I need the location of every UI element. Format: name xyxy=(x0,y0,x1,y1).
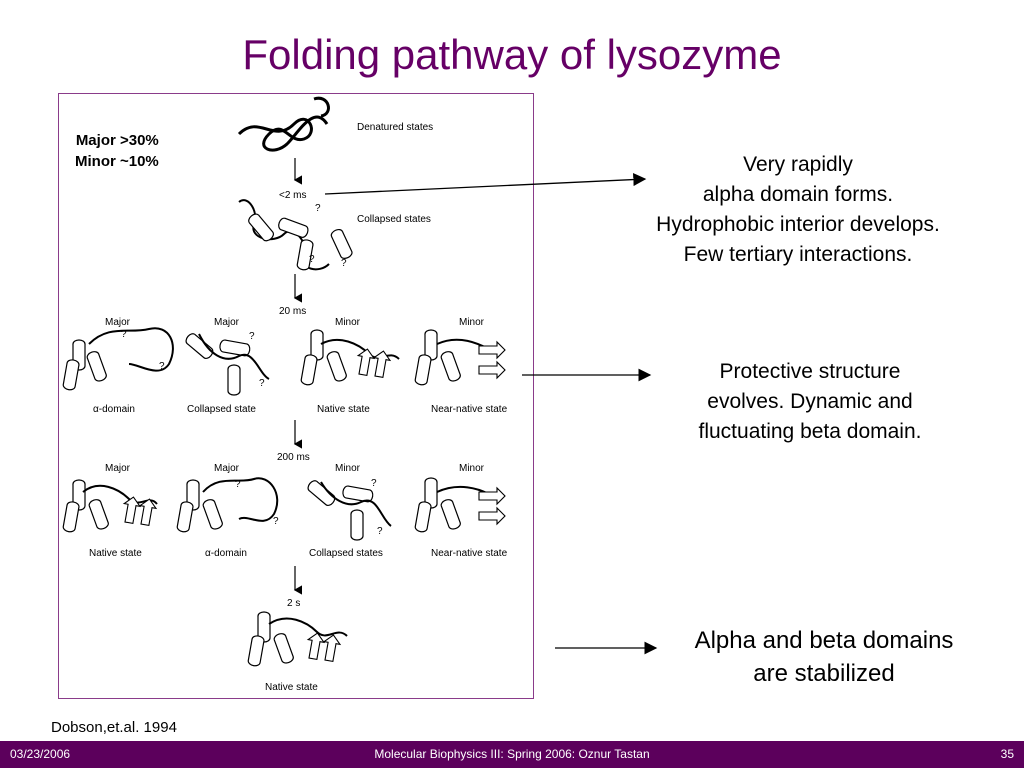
denatured-chain xyxy=(237,115,329,152)
final-native-structure xyxy=(246,611,348,668)
row2-item-3: Minor Native state xyxy=(299,317,400,415)
svg-text:α-domain: α-domain xyxy=(93,404,135,415)
svg-text:Minor: Minor xyxy=(459,317,485,328)
pathway-diagram: Denatured states <2 ms ? ? ? Collapsed s… xyxy=(61,96,508,693)
footer-date: 03/23/2006 xyxy=(10,747,71,761)
row3-item-4: Minor Near-native state xyxy=(413,463,508,559)
legend-major: Major >30% xyxy=(75,132,159,149)
svg-text:Native state: Native state xyxy=(89,548,142,559)
footer-bar: 03/23/2006 Molecular Biophysics III: Spr… xyxy=(0,741,1024,768)
svg-text:α-domain: α-domain xyxy=(205,548,247,559)
svg-text:Collapsed state: Collapsed state xyxy=(187,404,256,415)
svg-text:?: ? xyxy=(309,254,315,265)
svg-text:?: ? xyxy=(159,361,165,372)
svg-text:Major: Major xyxy=(105,317,131,328)
svg-text:?: ? xyxy=(315,203,321,214)
citation: Dobson,et.al. 1994 xyxy=(51,719,177,736)
annotation-alpha-domain: Very rapidly alpha domain forms. Hydroph… xyxy=(656,153,940,266)
annotation-beta-domain: Protective structure evolves. Dynamic an… xyxy=(698,360,922,443)
stage4-label: Native state xyxy=(265,682,318,693)
svg-text:Native state: Native state xyxy=(317,404,370,415)
svg-text:?: ? xyxy=(371,478,377,489)
row2-item-2: Major ? ? Collapsed state xyxy=(183,317,270,415)
row3-item-1: Major Native state xyxy=(61,463,158,559)
svg-text:Minor: Minor xyxy=(335,317,361,328)
annotation-stabilized: Alpha and beta domains are stabilized xyxy=(694,627,954,687)
connector-arrow-1 xyxy=(324,173,647,195)
svg-text:?: ? xyxy=(259,378,265,389)
collapsed-states-structure: ? ? ? xyxy=(238,199,355,272)
slide-title: Folding pathway of lysozyme xyxy=(242,31,782,78)
step2-time: 20 ms xyxy=(279,306,306,317)
svg-text:Major: Major xyxy=(214,317,240,328)
step3-time: 200 ms xyxy=(277,452,310,463)
svg-text:?: ? xyxy=(121,329,127,340)
legend-minor: Minor ~10% xyxy=(75,153,159,170)
svg-text:Minor: Minor xyxy=(335,463,361,474)
row3-item-2: Major ? ? α-domain xyxy=(175,463,279,559)
svg-text:?: ? xyxy=(249,331,255,342)
step1-time: <2 ms xyxy=(279,190,307,201)
svg-text:Near-native state: Near-native state xyxy=(431,548,508,559)
svg-text:?: ? xyxy=(377,526,383,537)
svg-text:?: ? xyxy=(341,258,347,269)
legend: Major >30% Minor ~10% xyxy=(75,130,159,172)
svg-text:Near-native state: Near-native state xyxy=(431,404,508,415)
row2-item-1: Major ? ? α-domain xyxy=(61,317,174,415)
svg-text:?: ? xyxy=(235,479,241,490)
row3-item-3: Minor ? ? Collapsed states xyxy=(305,463,392,559)
svg-text:Collapsed states: Collapsed states xyxy=(309,548,383,559)
svg-text:Minor: Minor xyxy=(459,463,485,474)
svg-text:?: ? xyxy=(273,516,279,527)
folding-pathway-figure: Denatured states <2 ms ? ? ? Collapsed s… xyxy=(58,93,534,699)
step4-time: 2 s xyxy=(287,598,300,609)
footer-course: Molecular Biophysics III: Spring 2006: O… xyxy=(374,747,650,761)
svg-text:Major: Major xyxy=(214,463,240,474)
stage1-label: Collapsed states xyxy=(357,214,431,225)
svg-text:Major: Major xyxy=(105,463,131,474)
stage0-label: Denatured states xyxy=(357,122,433,133)
footer-page-number: 35 xyxy=(1000,747,1014,761)
row2-item-4: Minor Near-native state xyxy=(413,317,508,415)
